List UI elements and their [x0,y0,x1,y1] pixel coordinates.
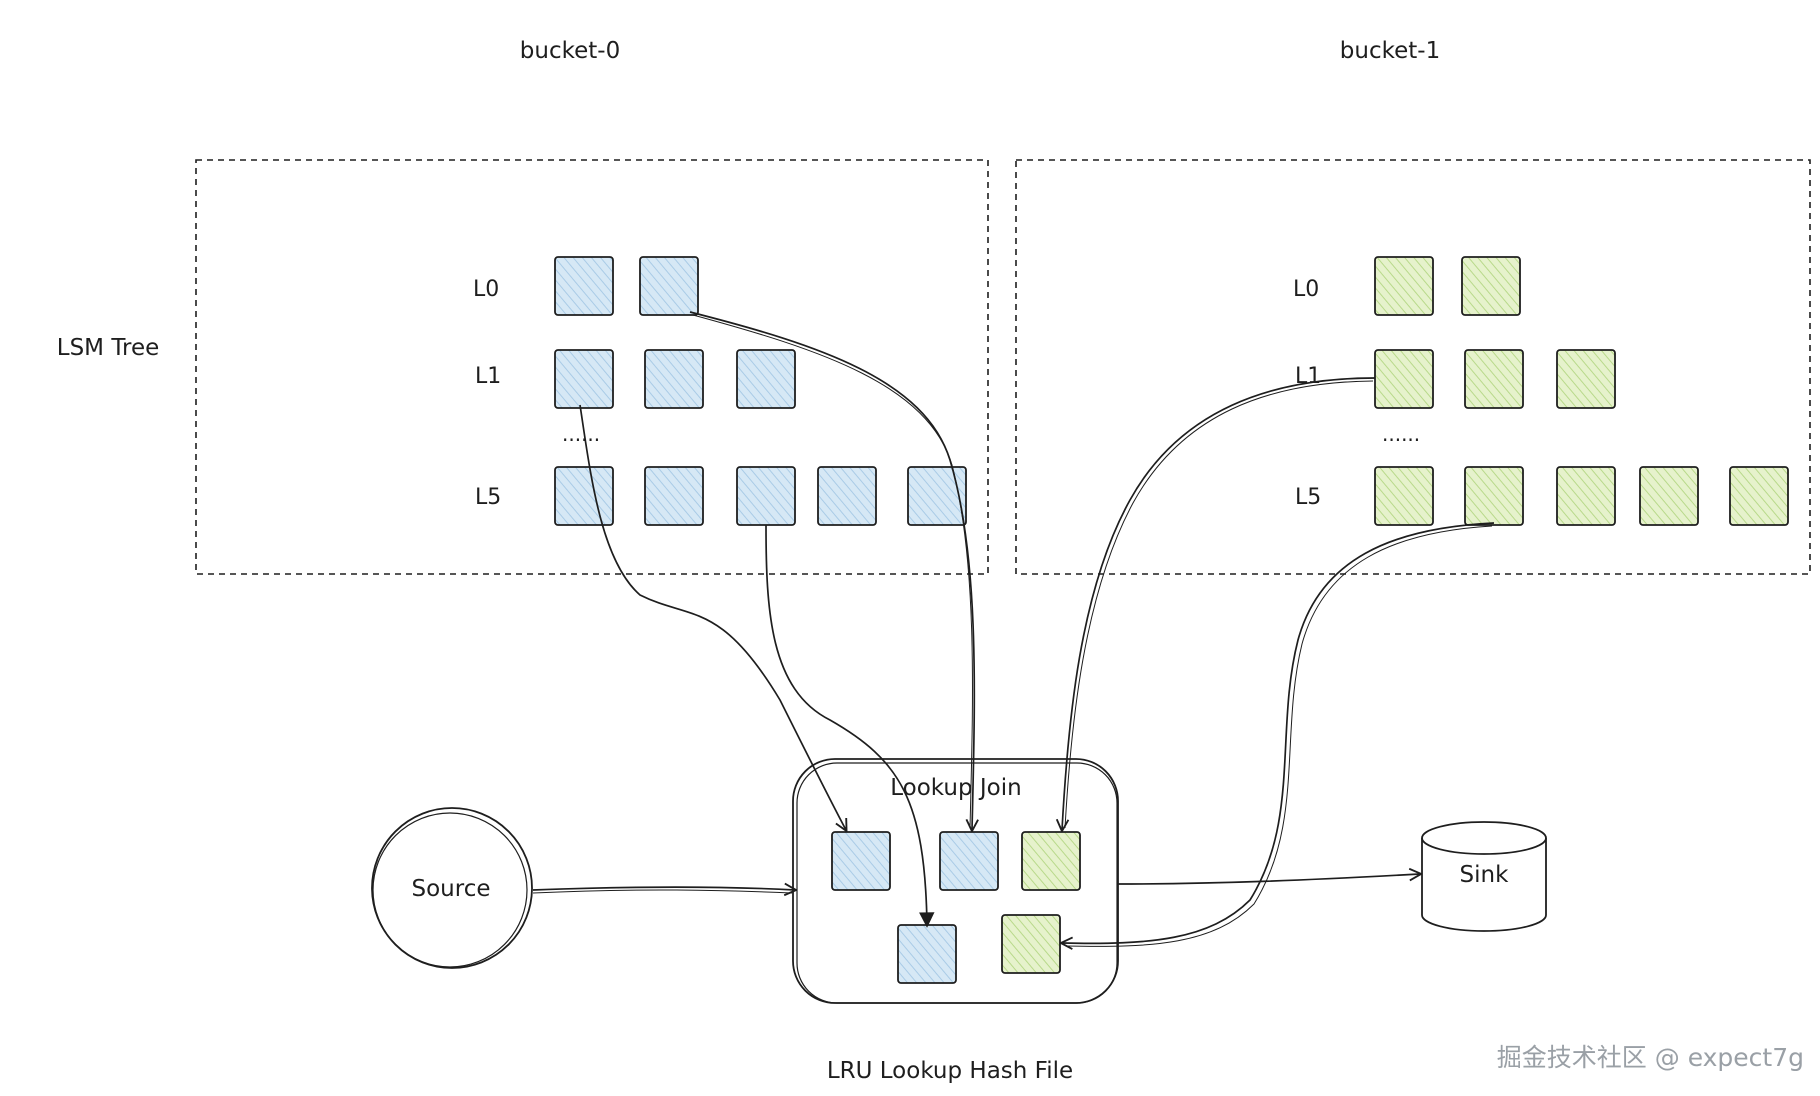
arrow-b1-l1-to-cache-sketch [1064,380,1374,829]
bucket-1-level-l0: L0 [1293,277,1319,302]
bucket-0-l0-file [639,256,699,316]
source-label: Source [412,876,491,902]
cache-file-green [1021,831,1081,891]
bucket-0-level-l5: L5 [475,485,501,510]
bucket-1-files [1374,256,1789,526]
bucket-1-l1-file [1374,349,1434,409]
arrow-join-to-sink [1117,874,1420,885]
arrow-source-to-join [532,887,795,890]
bucket-1-l5-file [1639,466,1699,526]
bucket-1-l0-file [1461,256,1521,316]
bucket-0-l1-file [554,349,614,409]
bucket-1-l5-file [1729,466,1789,526]
lookup-join-node: Lookup Join [792,758,1119,1004]
lsm-tree-label: LSM Tree [57,335,160,361]
cache-file-green [1001,914,1061,974]
lookup-join-label: Lookup Join [890,775,1021,801]
bucket-1-level-l5: L5 [1295,485,1321,510]
bucket-1-l1-file [1464,349,1524,409]
source-circle-sketch [372,812,528,968]
bucket-0-level-l0: L0 [473,277,499,302]
arrow-b1-l5-to-cache [1062,522,1495,943]
bucket-0-files [554,256,967,526]
bucket-1-l5-file [1556,466,1616,526]
bucket-1-title: bucket-1 [1340,38,1440,64]
sink-label: Sink [1460,862,1510,888]
cache-file-blue [897,924,957,984]
bucket-0-l5-file [644,466,704,526]
bucket-0-l0-file [554,256,614,316]
arrow-source-to-join-sketch [532,889,793,894]
sink-cylinder-top [1421,821,1547,855]
bucket-1-l5-file [1464,466,1524,526]
arrow-b1-l1-to-cache [1062,377,1376,830]
connectors [532,311,1495,947]
bucket-0-l1-file [736,349,796,409]
bucket-0-l5-file [736,466,796,526]
bucket-0-container [195,159,989,575]
bucket-0-level-l1: L1 [475,364,501,389]
bucket-0-title: bucket-0 [520,38,620,64]
bucket-0-l1-file [644,349,704,409]
sink-cylinder [1421,838,1547,932]
source-node: Source [371,807,533,969]
arrow-b0-l1-to-cache [579,404,846,830]
sink-node: Sink [1421,821,1547,932]
bucket-0-l5-file [554,466,614,526]
source-circle [371,807,533,969]
arrow-b1-l5-to-cache-sketch [1065,525,1493,947]
bucket-1-l0-file [1374,256,1434,316]
bucket-1-container [1015,159,1811,575]
bucket-1-l1-file [1556,349,1616,409]
arrow-b0-l5-to-cache [765,524,927,925]
watermark: 掘金技术社区 @ expect7g [1497,1043,1804,1072]
bucket-0-l5-file [907,466,967,526]
arrow-b0-l0-to-cache [689,311,974,830]
cache-caption: LRU Lookup Hash File [827,1058,1073,1084]
cache-file-blue [831,831,891,891]
bucket-1-ellipsis: ...... [1382,422,1420,446]
cache-file-blue [939,831,999,891]
bucket-1-l5-file [1374,466,1434,526]
bucket-0-l5-file [817,466,877,526]
arrow-b0-l0-to-cache-sketch [692,314,973,829]
bucket-0-ellipsis: ...... [562,422,600,446]
